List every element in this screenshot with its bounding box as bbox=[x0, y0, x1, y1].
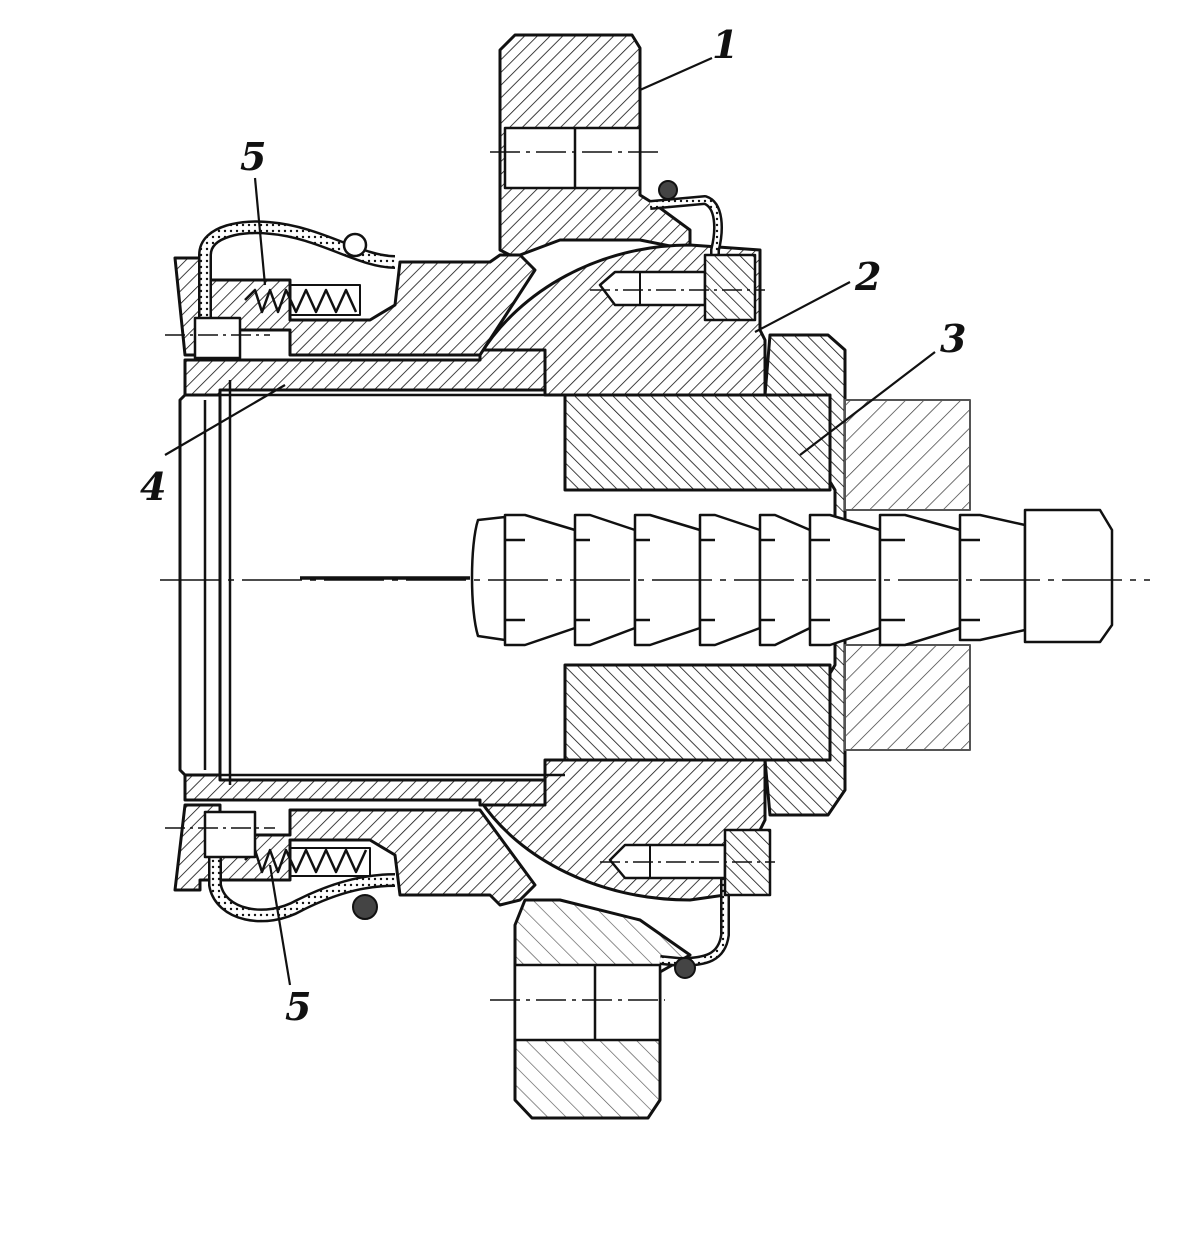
bolt-top bbox=[598, 270, 707, 307]
guide-tube-bottom bbox=[183, 773, 547, 807]
spring-top bbox=[244, 288, 358, 314]
label-part-5-top: 5 bbox=[240, 134, 266, 179]
label-part-5-bottom: 5 bbox=[285, 984, 311, 1029]
workpiece bbox=[470, 508, 1114, 647]
label-part-2: 2 bbox=[854, 254, 881, 299]
leader-3 bbox=[799, 351, 936, 456]
label-part-1: 1 bbox=[712, 22, 738, 67]
flange-bottom-bolt-hole bbox=[513, 963, 662, 1042]
spring-bottom bbox=[244, 848, 368, 874]
housing-bottom bbox=[173, 803, 537, 907]
screw-bottom bbox=[203, 810, 257, 859]
end-ring bbox=[178, 393, 222, 777]
leader-lines bbox=[164, 56, 936, 986]
backing-block-bottom bbox=[844, 644, 971, 751]
leader-5-top bbox=[253, 177, 267, 286]
leader-5-bottom bbox=[268, 864, 292, 986]
leader-2 bbox=[754, 281, 851, 333]
die-inner-upper bbox=[563, 393, 832, 492]
die-inner-lower bbox=[563, 663, 832, 762]
leader-1 bbox=[639, 56, 713, 92]
flange-top-bolt-hole bbox=[503, 126, 642, 190]
clip-bottom-left bbox=[352, 894, 378, 920]
backing-block-top bbox=[844, 399, 971, 511]
screw-top bbox=[193, 316, 242, 360]
leader-4 bbox=[164, 384, 286, 456]
clip-top-left bbox=[342, 232, 368, 258]
clip-top-right bbox=[658, 180, 678, 200]
label-part-3: 3 bbox=[940, 316, 966, 361]
clip-bottom-right bbox=[674, 957, 696, 979]
label-part-4: 4 bbox=[140, 464, 166, 509]
